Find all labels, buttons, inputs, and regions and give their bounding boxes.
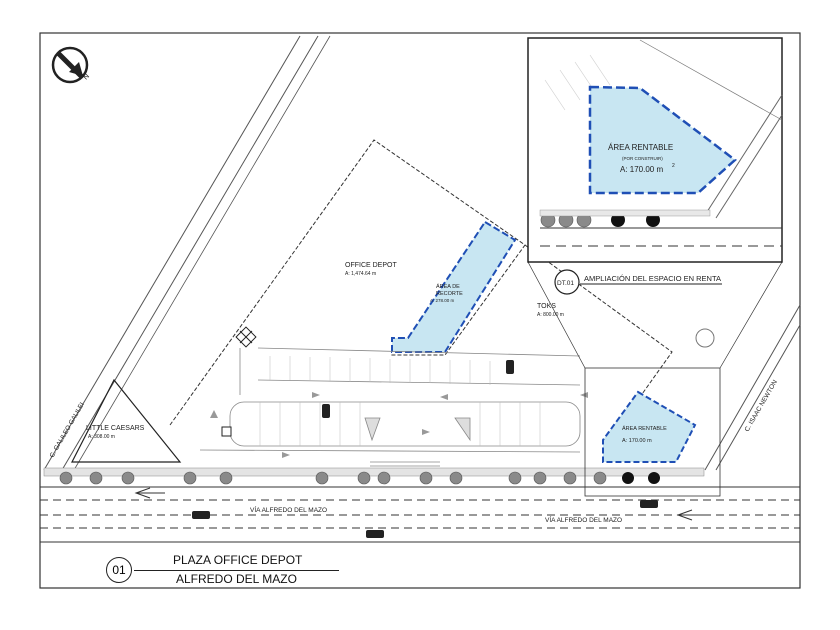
projection-line bbox=[527, 261, 586, 369]
area-recorte-zone bbox=[391, 220, 517, 353]
isaac-newton-road bbox=[704, 304, 801, 471]
road-arrows bbox=[134, 487, 710, 521]
area-recorte-label-1: ÁREA DE bbox=[436, 283, 460, 290]
sidewalk bbox=[43, 467, 705, 477]
office-depot-area: A: 1,474.64 m bbox=[345, 271, 376, 277]
area-recorte-label-2: RECORTE bbox=[436, 291, 463, 297]
new-trees bbox=[622, 472, 660, 484]
little-caesars-block bbox=[71, 378, 182, 463]
drawing-frame bbox=[39, 32, 801, 589]
galileo-label: C. GALILEO GALILEI bbox=[49, 401, 86, 459]
title-number-circle: 01 bbox=[106, 557, 132, 583]
little-caesars-area: A: 308.00 m bbox=[88, 434, 115, 440]
por-construir-label: (POR CONSTRUIR) bbox=[622, 156, 663, 161]
area-rentable-small-value: A: 170.00 m bbox=[622, 438, 652, 444]
trees bbox=[59, 471, 607, 485]
little-caesars-label: LITTLE CAESARS bbox=[86, 425, 145, 432]
area-rentable-small-zone bbox=[602, 390, 697, 463]
car-icon bbox=[506, 360, 514, 374]
office-depot-label: OFFICE DEPOT bbox=[345, 262, 397, 269]
car-icon bbox=[221, 426, 232, 437]
traffic-arrows bbox=[210, 392, 588, 458]
title-line-1: PLAZA OFFICE DEPOT bbox=[173, 553, 303, 567]
area-rentable-sup: 2 bbox=[672, 163, 675, 169]
detail-tag-circle bbox=[554, 269, 580, 295]
car-icon bbox=[322, 404, 330, 418]
detail-tag-label: DT.01 bbox=[557, 280, 574, 287]
access-marker-icon bbox=[235, 326, 257, 348]
via-left-label: VÍA ALFREDO DEL MAZO bbox=[250, 505, 327, 514]
toks-area: A: 800.00 m bbox=[537, 312, 564, 318]
alfredo-del-mazo-road bbox=[40, 486, 800, 529]
north-arrow-icon: N bbox=[51, 46, 91, 84]
projection-line bbox=[719, 261, 783, 369]
area-rentable-label: ÁREA RENTABLE bbox=[608, 143, 673, 152]
detail-reference-frame bbox=[584, 367, 721, 497]
parking-stalls bbox=[259, 356, 541, 446]
toks-label: TOKS bbox=[537, 303, 556, 310]
galileo-road bbox=[43, 35, 331, 471]
car-icon bbox=[640, 500, 658, 508]
area-rentable-small-label: ÁREA RENTABLE bbox=[622, 425, 667, 432]
title-line-2: ALFREDO DEL MAZO bbox=[176, 572, 297, 586]
north-label: N bbox=[82, 73, 91, 82]
car-icon bbox=[366, 530, 384, 538]
area-recorte-value: A: 278.00 m bbox=[430, 298, 455, 303]
isaac-label: C. ISAAC NEWTON bbox=[744, 379, 779, 433]
detail-enlargement: ÁREA RENTABLE (POR CONSTRUIR) A: 170.00 … bbox=[527, 37, 783, 263]
ampliacion-label: AMPLIACIÓN DEL ESPACIO EN RENTA bbox=[584, 274, 721, 283]
title-line bbox=[134, 570, 339, 571]
car-icon bbox=[192, 511, 210, 519]
area-rentable-value: A: 170.00 m bbox=[620, 165, 663, 174]
via-right-label: VÍA ALFREDO DEL MAZO bbox=[545, 515, 622, 524]
parking-area bbox=[199, 347, 581, 467]
detail-marker-small bbox=[695, 328, 715, 348]
